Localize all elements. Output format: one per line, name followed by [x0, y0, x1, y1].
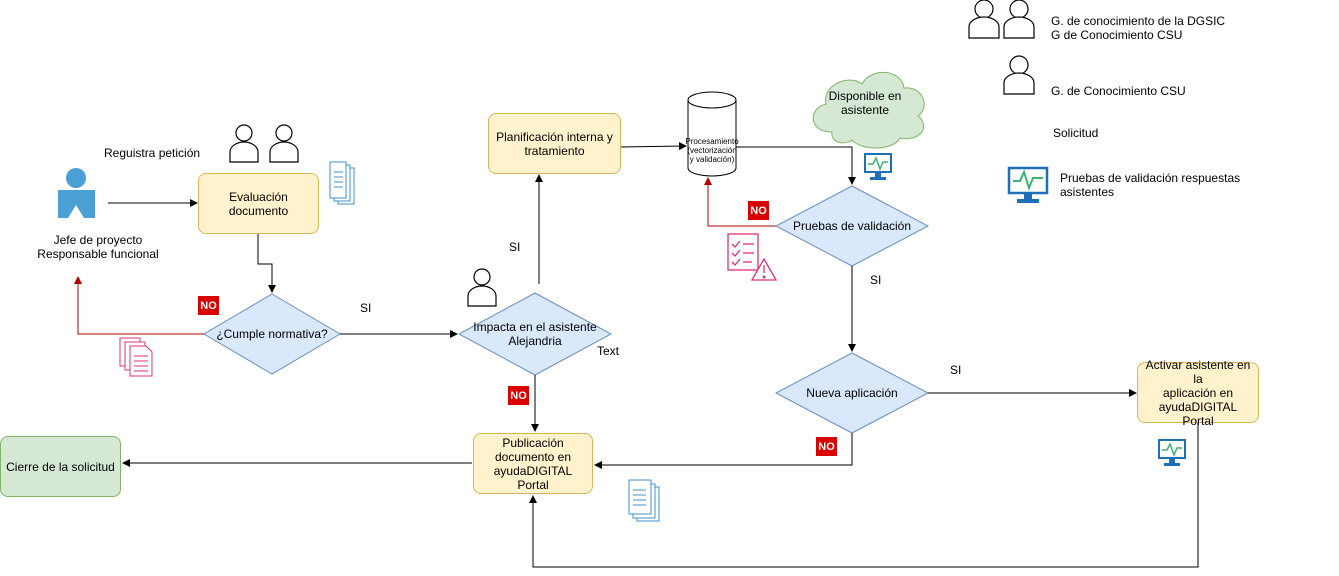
nueva-label: Nueva aplicación — [806, 386, 898, 400]
si-nueva-label: SI — [950, 363, 962, 377]
legend-user-outline-icon — [1003, 0, 1035, 39]
edge-procesamiento-pruebas — [736, 146, 856, 185]
registra-label: Reguistra petición — [104, 146, 201, 160]
cierre-node: Cierre de la solicitud — [0, 436, 121, 497]
jefe-person-icon — [58, 168, 95, 218]
edge-pruebas-procesamiento-no — [704, 177, 776, 227]
planificacion-node: Planificación interna y tratamiento — [488, 113, 621, 174]
legend-group-dgsic-label: G. de conocimiento de la DGSIC G de Cono… — [1051, 14, 1226, 42]
document-icon — [628, 479, 660, 522]
legend-user-outline-icon — [968, 0, 1000, 39]
pruebas-label: Pruebas de validación — [792, 219, 912, 233]
legend-group-csu-label: G. de Conocimiento CSU — [1051, 84, 1186, 98]
si-cumple-label: SI — [360, 301, 372, 315]
edge-activar-publicacion — [529, 423, 1199, 568]
rejected-document-icon — [119, 337, 153, 377]
evaluacion-node: Evaluación documento — [198, 173, 319, 234]
activar-node: Activar asistente en la aplicación en ay… — [1137, 358, 1259, 428]
document-icon — [329, 161, 355, 205]
impacta-label: Impacta en el asistente Alejandria — [473, 320, 597, 348]
monitor-chart-icon — [1158, 439, 1186, 466]
si-impacta-label: SI — [509, 240, 521, 254]
no-badge: NO — [748, 201, 769, 220]
publicacion-node: Publicación documento en ayudaDIGITAL Po… — [473, 433, 593, 494]
no-badge: NO — [816, 437, 837, 456]
legend-solicitud-label: Solicitud — [1053, 126, 1099, 140]
legend-pruebas-label: Pruebas de validación respuestas asisten… — [1060, 171, 1241, 199]
user-outline-icon — [269, 124, 299, 163]
jefe-label: Jefe de proyecto Responsable funcional — [37, 233, 159, 261]
database-cylinder — [687, 91, 737, 177]
edge-nueva-publicacion — [594, 433, 853, 469]
user-outline-icon — [229, 124, 259, 163]
si-pruebas-label: SI — [870, 273, 882, 287]
text-label: Text — [597, 344, 620, 358]
disponible-cloud — [812, 71, 925, 149]
disponible-label: Disponible en asistente — [828, 89, 902, 117]
cumple-label: ¿Cumple normativa? — [216, 327, 328, 341]
legend-user-outline-icon — [1003, 55, 1035, 95]
user-outline-icon — [467, 268, 497, 307]
procesamiento-label: Procesamiento (vectorización y validació… — [685, 137, 739, 164]
no-badge: NO — [198, 296, 219, 315]
monitor-chart-icon — [864, 153, 892, 180]
checklist-warning-icon — [727, 233, 778, 281]
edge-evaluacion-cumple — [257, 233, 276, 293]
cumple-diamond — [203, 293, 341, 375]
edge-cumple-jefe-no — [74, 276, 204, 335]
legend-monitor-chart-icon — [1007, 166, 1049, 203]
no-badge: NO — [508, 386, 529, 405]
edge-planificacion-procesamiento — [619, 142, 687, 151]
